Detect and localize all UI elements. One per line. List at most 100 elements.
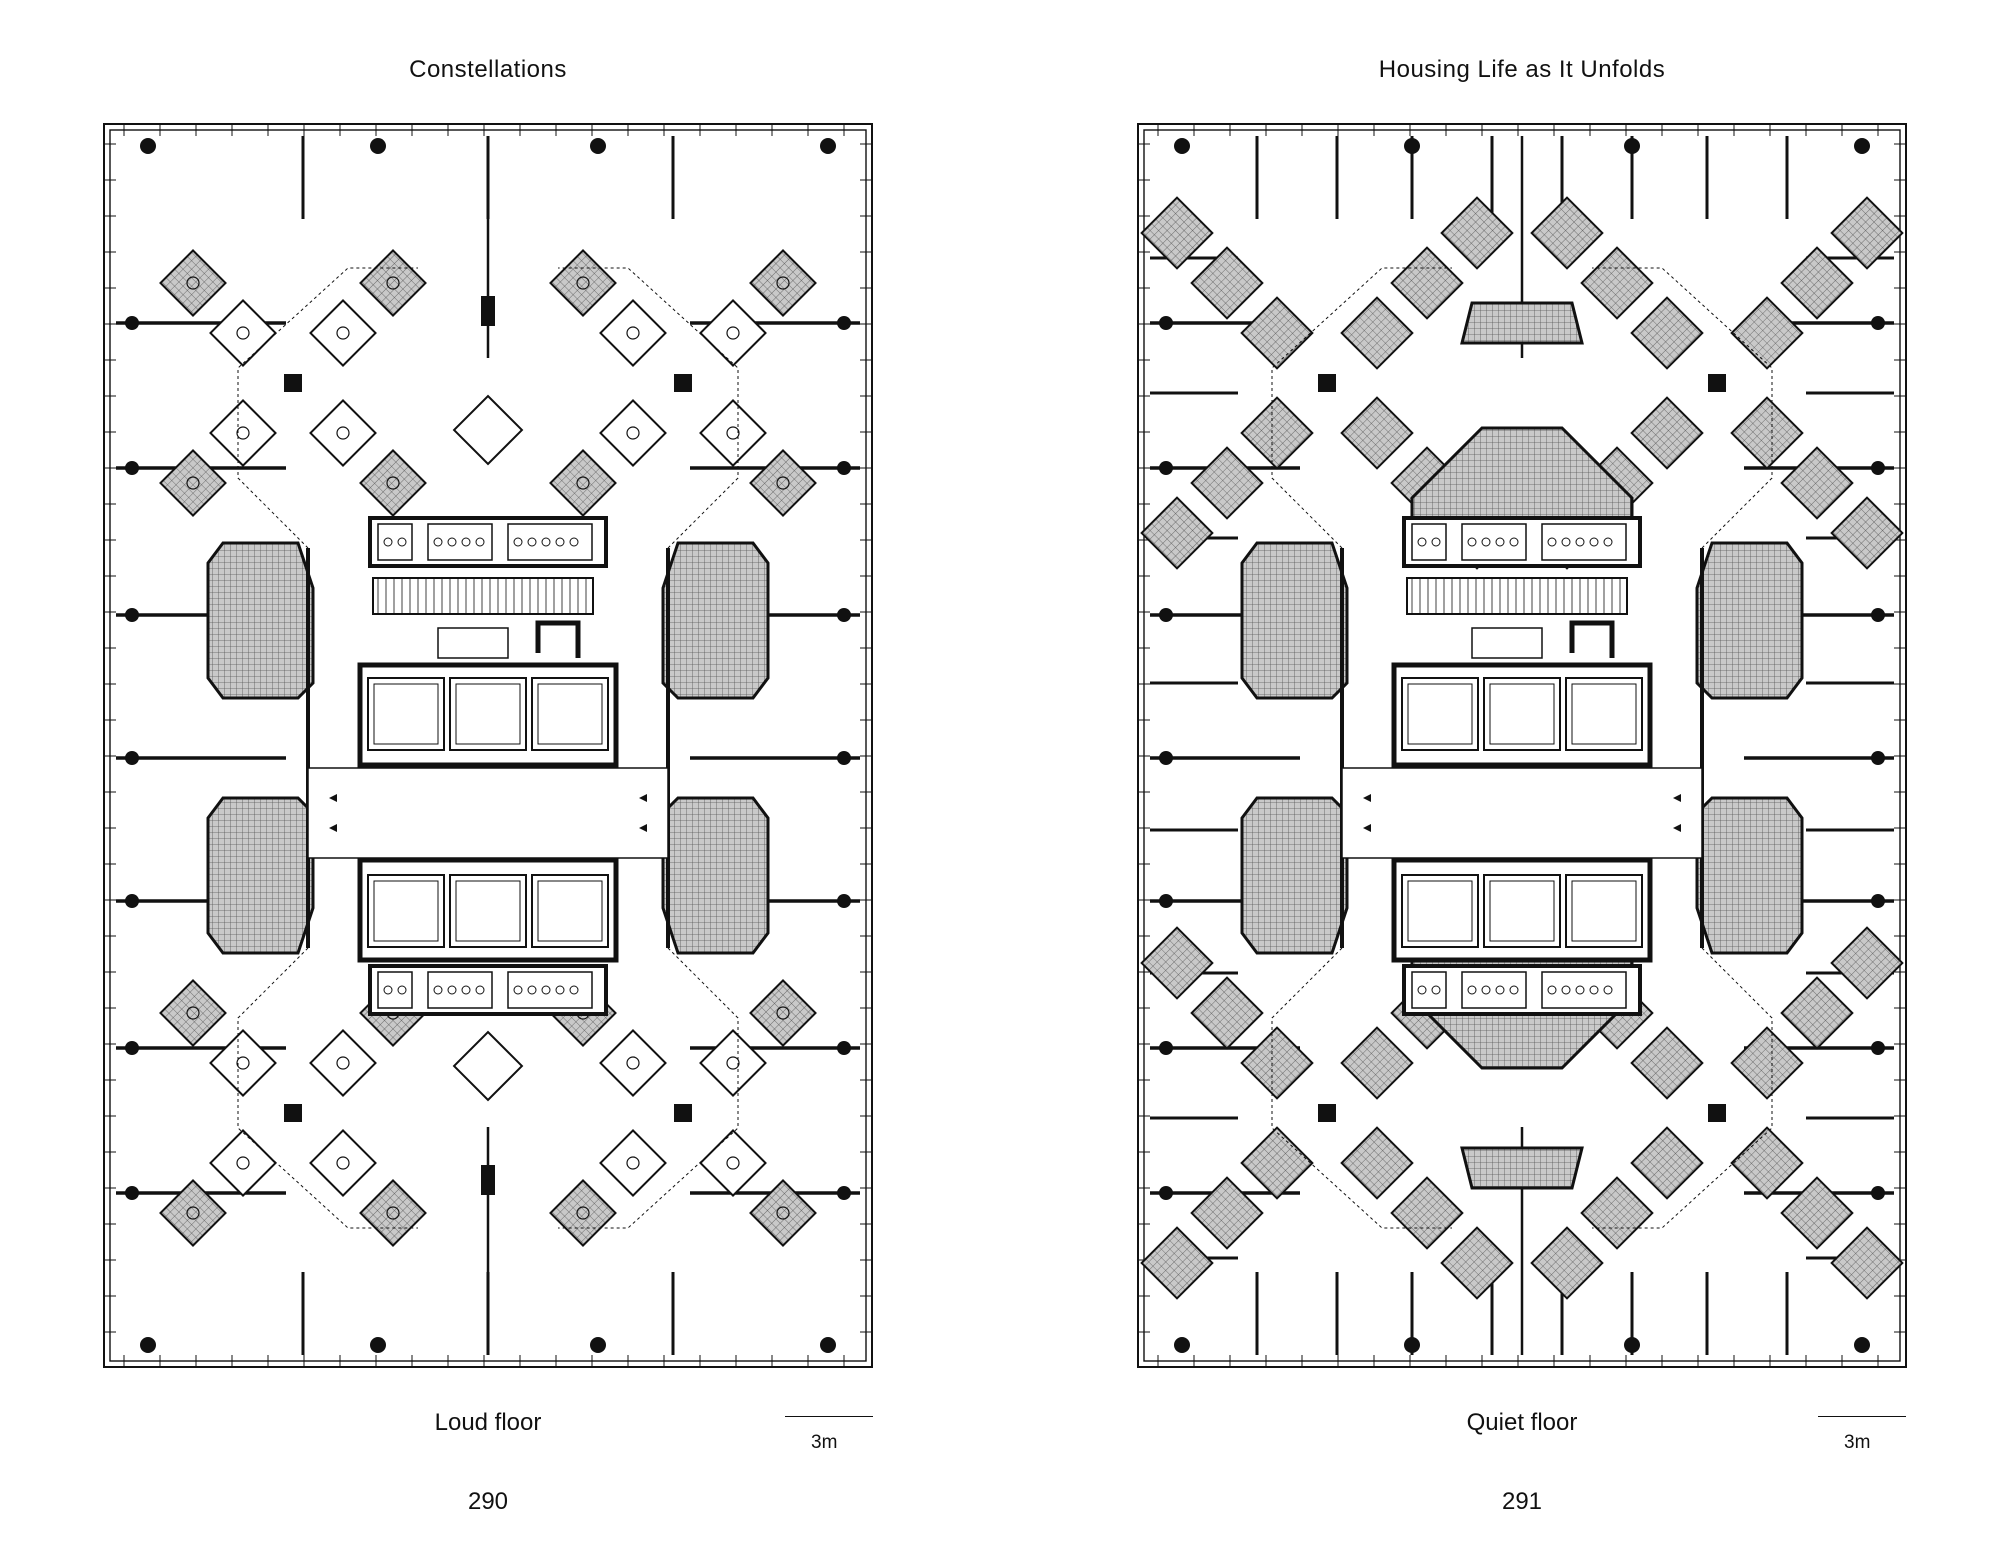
riser-pipe	[1495, 985, 1505, 995]
column	[837, 461, 851, 475]
column	[1174, 138, 1190, 154]
column	[125, 894, 139, 908]
sink-fixture	[236, 1156, 250, 1170]
elevator-car	[1401, 874, 1479, 948]
kitchen-pod	[159, 979, 227, 1047]
sink-fixture	[726, 1056, 740, 1070]
sink-fixture	[726, 326, 740, 340]
corridor-outline	[1592, 947, 1773, 1229]
bathroom-pod	[1390, 1176, 1464, 1250]
bathroom-pod	[1630, 296, 1704, 370]
riser	[377, 523, 413, 561]
column	[837, 894, 851, 908]
elevator-car	[367, 874, 445, 948]
hatched-service-zone	[206, 541, 315, 700]
bathroom-pod	[1730, 396, 1804, 470]
perimeter-inner	[1143, 129, 1901, 1362]
door-marker	[1673, 824, 1681, 832]
shaft	[481, 296, 495, 326]
perimeter-inner	[109, 129, 867, 1362]
riser	[507, 523, 593, 561]
kitchen-pod	[309, 1129, 377, 1197]
bathroom-pod	[1440, 196, 1514, 270]
bathroom-pod	[1340, 1126, 1414, 1200]
riser-pipe	[383, 537, 393, 547]
riser-pipe	[1431, 985, 1441, 995]
kitchen-pod	[599, 1129, 667, 1197]
bathroom-pod	[1580, 1176, 1654, 1250]
right-page-number: 291	[1501, 1488, 1543, 1515]
corridor-outline	[558, 947, 739, 1229]
riser	[507, 971, 593, 1009]
bathroom-pod	[1730, 1026, 1804, 1100]
corridor-outline	[1592, 267, 1773, 549]
riser-pipe	[1547, 985, 1557, 995]
bathroom-pod	[1730, 1126, 1804, 1200]
column	[1159, 1041, 1173, 1055]
riser	[1541, 523, 1627, 561]
bathroom-pod	[1340, 296, 1414, 370]
sink-fixture	[386, 276, 400, 290]
hatched-service-zone	[1240, 541, 1349, 700]
kitchen-pod	[699, 399, 767, 467]
riser-pipe	[433, 537, 443, 547]
kitchen-pod	[209, 1129, 277, 1197]
elevator-car-inner	[537, 683, 603, 745]
sink-fixture	[776, 276, 790, 290]
kitchen-pod	[159, 449, 227, 517]
center-pod	[452, 394, 524, 466]
bathroom-pod	[1240, 1026, 1314, 1100]
bathroom-pod	[1780, 976, 1854, 1050]
column	[1854, 138, 1870, 154]
bathroom-pod	[1830, 496, 1904, 570]
column	[820, 138, 836, 154]
riser-pipe	[433, 985, 443, 995]
riser	[377, 971, 413, 1009]
scale-bar-line	[1818, 1416, 1906, 1417]
kitchen-pod	[599, 299, 667, 367]
kitchen-pod	[599, 1029, 667, 1097]
riser-pipe	[1589, 985, 1599, 995]
riser-pipe	[555, 537, 565, 547]
bathroom-pod	[1830, 1226, 1904, 1300]
kitchen-pod	[309, 1029, 377, 1097]
riser-pipe	[1431, 537, 1441, 547]
bathroom-pod	[1190, 246, 1264, 320]
corridor-outline	[237, 947, 418, 1229]
sink-fixture	[576, 276, 590, 290]
bathroom-pod	[1340, 396, 1414, 470]
scale-bar-label: 3m	[811, 1432, 838, 1453]
door-marker	[1363, 824, 1371, 832]
elevator-car	[367, 677, 445, 751]
elevator-car	[449, 874, 527, 948]
column	[370, 1337, 386, 1353]
lift-lobby	[307, 767, 669, 859]
sink-fixture	[236, 326, 250, 340]
riser-pipe	[475, 985, 485, 995]
riser-pipe	[555, 985, 565, 995]
sink-fixture	[186, 276, 200, 290]
left-page-number: 290	[467, 1488, 509, 1515]
sink-fixture	[776, 1206, 790, 1220]
elevator-car-inner	[1571, 683, 1637, 745]
column	[1871, 894, 1885, 908]
column	[1159, 894, 1173, 908]
sink-fixture	[336, 326, 350, 340]
elevator-car	[1565, 874, 1643, 948]
riser-pipe	[527, 537, 537, 547]
riser-pipe	[1575, 985, 1585, 995]
column	[1159, 1186, 1173, 1200]
elevator-car-inner	[455, 683, 521, 745]
corridor-outline	[558, 267, 739, 549]
riser	[1461, 971, 1527, 1009]
riser-pipe	[1467, 985, 1477, 995]
sink-fixture	[726, 426, 740, 440]
right-scale-bar: 3m	[1818, 1416, 1906, 1453]
elevator-car	[1483, 677, 1561, 751]
column	[837, 608, 851, 622]
sink-fixture	[386, 1206, 400, 1220]
riser-pipe	[541, 985, 551, 995]
column	[1159, 316, 1173, 330]
door-marker	[1673, 794, 1681, 802]
core-wall	[1569, 620, 1615, 658]
